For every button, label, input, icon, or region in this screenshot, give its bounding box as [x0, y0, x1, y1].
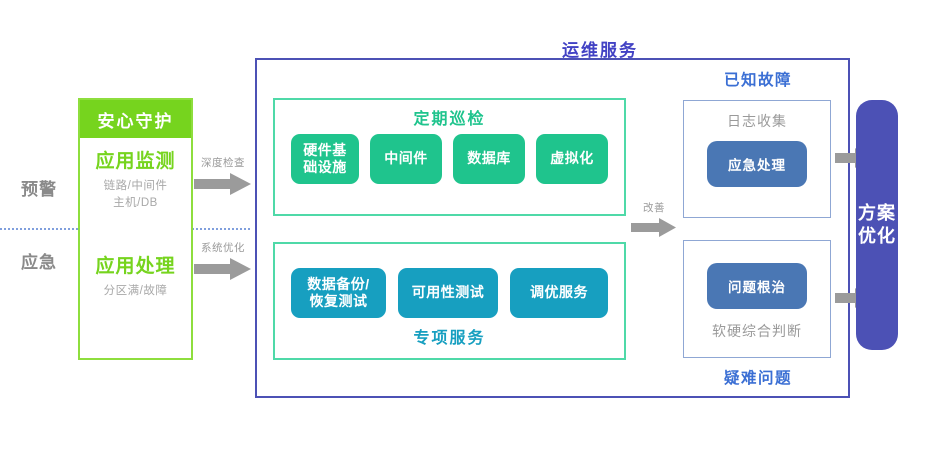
- arrow-deep-inspection-label: 深度检查: [201, 157, 245, 169]
- arrow-improvement: 改善: [630, 200, 678, 237]
- pill-emergency-handling[interactable]: 应急处理: [707, 141, 807, 187]
- pill-hardware-infrastructure[interactable]: 硬件基 础设施: [291, 134, 359, 184]
- pill-data-backup-recovery-test[interactable]: 数据备份/ 恢复测试: [291, 268, 386, 318]
- pill-middleware[interactable]: 中间件: [370, 134, 442, 184]
- guardian-row-monitoring-subtitle: 链路/中间件 主机/DB: [103, 180, 168, 209]
- arrow-system-optimization-label: 系统优化: [201, 242, 245, 254]
- result-bar-solution-optimization[interactable]: 方案 优化: [856, 100, 898, 350]
- panel-regular-inspection-title: 定期巡检: [413, 111, 486, 128]
- fault-group-difficult-caption: 疑难问题: [723, 370, 792, 387]
- arrow-improvement-label: 改善: [643, 202, 665, 214]
- stage-label-emergency: 应急: [21, 252, 57, 272]
- guardian-row-monitoring-title: 应用监测: [95, 151, 176, 173]
- guardian-row-monitoring[interactable]: 应用监测 链路/中间件 主机/DB: [80, 138, 191, 226]
- stage-label-warning: 预警: [21, 179, 57, 199]
- panel-special-service[interactable]: 数据备份/ 恢复测试 可用性测试 调优服务 专项服务: [273, 242, 626, 360]
- fault-group-difficult-box[interactable]: 问题根治 软硬综合判断: [683, 240, 831, 358]
- arrow-deep-inspection: 深度检查: [192, 155, 254, 195]
- page-title: 运维服务: [562, 40, 638, 60]
- pill-availability-test[interactable]: 可用性测试: [398, 268, 498, 318]
- fault-group-known-caption: 已知故障: [723, 72, 792, 89]
- fault-group-known-box[interactable]: 日志收集 应急处理: [683, 100, 831, 218]
- guardian-card[interactable]: 安心守护 应用监测 链路/中间件 主机/DB 应用处理 分区满/故障: [78, 98, 193, 360]
- panel-regular-inspection[interactable]: 定期巡检 硬件基 础设施 中间件 数据库 虚拟化: [273, 98, 626, 216]
- right-arrow-icon: [194, 173, 251, 195]
- arrow-system-optimization: 系统优化: [192, 240, 254, 280]
- pill-root-cause-fix[interactable]: 问题根治: [707, 263, 807, 309]
- pill-virtualization[interactable]: 虚拟化: [536, 134, 608, 184]
- fault-group-known-inner-label: 日志收集: [727, 113, 787, 129]
- guardian-row-handling-subtitle: 分区满/故障: [103, 284, 168, 297]
- pill-database[interactable]: 数据库: [453, 134, 525, 184]
- guardian-row-handling[interactable]: 应用处理 分区满/故障: [80, 238, 191, 318]
- fault-group-difficult-inner-label: 软硬综合判断: [712, 323, 802, 339]
- guardian-card-header: 安心守护: [80, 100, 191, 138]
- guardian-row-handling-title: 应用处理: [95, 255, 176, 277]
- right-arrow-icon: [194, 258, 251, 280]
- pill-tuning-service[interactable]: 调优服务: [510, 268, 608, 318]
- panel-special-service-title: 专项服务: [413, 330, 486, 347]
- right-arrow-icon: [631, 218, 676, 237]
